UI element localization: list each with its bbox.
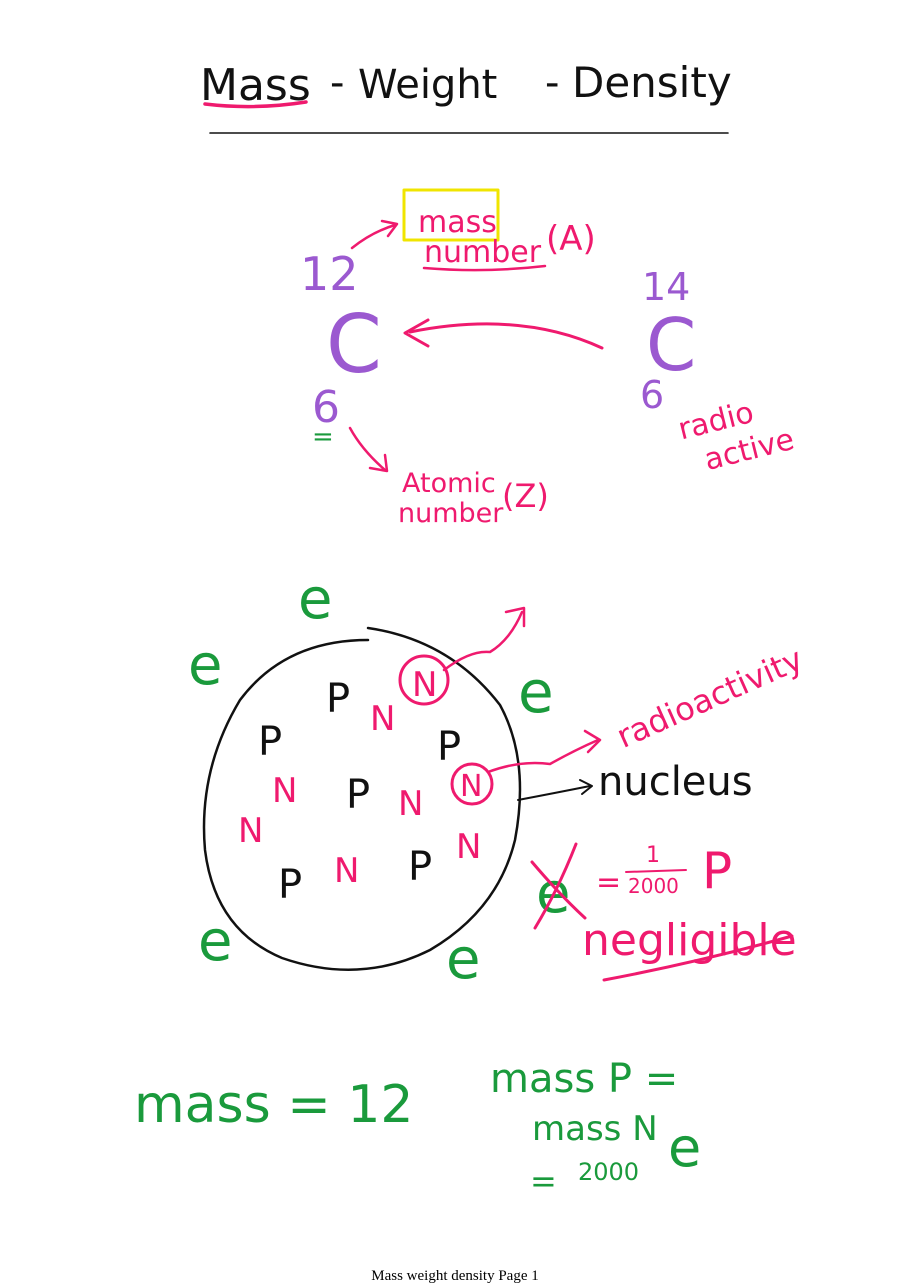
arrow-head	[380, 219, 399, 238]
mass-number-underline	[422, 264, 547, 272]
nucleus-label: nucleus	[598, 759, 753, 805]
equals-sign: =	[596, 865, 621, 900]
two-thousand: 2000	[578, 1158, 639, 1186]
neutron: N	[398, 784, 423, 824]
arrow-to-atomic-number	[348, 426, 387, 472]
neutron: N	[456, 827, 481, 867]
carbon-12-notation: 12 C 6 =	[300, 247, 382, 452]
mass-number-tag: (A)	[546, 219, 596, 259]
nucleus-circle	[202, 626, 522, 971]
nucleus-arrow	[517, 785, 591, 801]
mass-number-value: 14	[642, 265, 690, 309]
arrow-c14-to-c12	[408, 322, 604, 350]
highlight-box	[402, 188, 500, 242]
arrow-head	[579, 779, 593, 795]
proton: P	[408, 844, 432, 890]
arrow-head	[504, 606, 526, 628]
element-symbol: C	[326, 298, 382, 391]
title-separator: -	[330, 60, 344, 106]
arrow-head	[583, 729, 602, 754]
electron: e	[198, 909, 232, 974]
circled-neutron-ring	[450, 762, 494, 806]
title: Mass - Weight - Density	[200, 58, 732, 134]
negligible-label: negligible	[582, 915, 797, 966]
element-symbol: C	[646, 303, 696, 387]
mass-number-line1: mass	[418, 205, 497, 240]
radioactivity-text: radioactivity	[611, 640, 809, 756]
fraction-denominator: 2000	[628, 874, 679, 898]
electron: e	[298, 567, 332, 632]
mass-number-line2: number	[424, 235, 542, 270]
electron-symbol: e	[668, 1116, 701, 1179]
atomic-number-line2: number	[398, 498, 504, 529]
equals-sign: =	[530, 1162, 557, 1200]
mass-number-value: 12	[300, 247, 359, 301]
title-word-weight: Weight	[358, 62, 497, 108]
neutron: N	[412, 665, 437, 705]
proton: P	[258, 719, 282, 765]
title-mass-underline	[203, 100, 308, 109]
radioactivity-arrow	[442, 610, 524, 672]
fraction-numerator: 1	[646, 843, 660, 868]
arrow-to-mass-number	[350, 223, 397, 250]
atomic-number-line1: Atomic	[402, 468, 496, 499]
proton: P	[278, 862, 302, 908]
proton: P	[437, 724, 461, 770]
negligible-underline	[602, 934, 794, 982]
arrow-head	[368, 453, 389, 473]
electron: e	[518, 658, 554, 726]
radioactivity-label: radioactivity	[611, 640, 809, 756]
atomic-number-value: 6	[312, 382, 340, 433]
mass-n-line: mass N	[532, 1109, 658, 1149]
neutron: N	[460, 769, 482, 804]
electron: e	[188, 633, 222, 698]
proton-unit: P	[702, 842, 732, 900]
electron-mass-note: e = 1 2000 P negligible	[530, 842, 797, 982]
atomic-number-equals: =	[312, 422, 334, 452]
mass-equals-12: mass = 12	[134, 1075, 414, 1135]
atomic-number-value: 6	[640, 373, 664, 417]
title-separator: -	[545, 60, 559, 106]
mass-p-line: mass P =	[490, 1056, 678, 1102]
proton: P	[346, 772, 370, 818]
fraction-bar	[625, 869, 687, 873]
circled-neutron-ring	[398, 654, 450, 706]
cross-out-mark	[530, 842, 587, 930]
neutron: N	[370, 699, 395, 739]
arrow-head	[403, 318, 430, 348]
title-word-density: Density	[572, 58, 732, 107]
atomic-number-label: Atomic number (Z)	[398, 468, 549, 529]
page-footer: Mass weight density Page 1	[371, 1268, 539, 1284]
mass-number-label: mass number (A)	[402, 188, 596, 272]
proton: P	[326, 676, 350, 722]
bottom-equations: mass = 12 mass P = mass N = 2000 e	[134, 1056, 701, 1200]
atomic-number-tag: (Z)	[502, 477, 549, 515]
electron: e	[446, 927, 480, 992]
neutron: N	[238, 811, 263, 851]
radio-active-label: radio active	[675, 395, 798, 478]
radioactivity-arrow	[486, 738, 600, 774]
atom-diagram: e e e e e P P P P P P N N N N N N N N	[188, 567, 554, 992]
carbon-14-notation: 14 C 6	[640, 265, 696, 417]
neutron: N	[272, 771, 297, 811]
neutron: N	[334, 851, 359, 891]
